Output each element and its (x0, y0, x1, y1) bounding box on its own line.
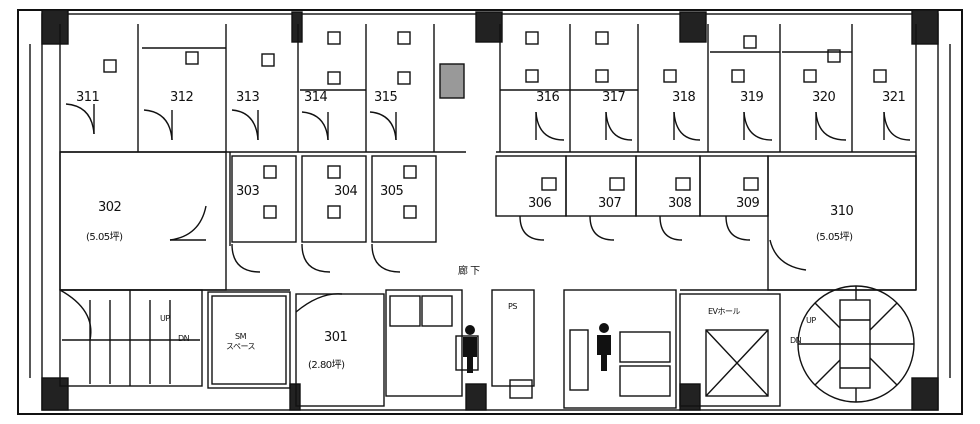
room-310-outline (767, 155, 917, 291)
room-314: 314 (304, 90, 328, 105)
stair-left (59, 289, 203, 387)
column-bottom-mid (289, 383, 301, 411)
room-313: 313 (236, 90, 260, 105)
room-319: 319 (740, 90, 764, 105)
column-bottom-mid2 (465, 383, 487, 411)
person-icon (465, 325, 475, 335)
room-308: 308 (668, 196, 692, 211)
column-top-left (41, 9, 69, 45)
room-312: 312 (170, 90, 194, 105)
room-310-area: (5.05坪) (816, 232, 853, 243)
room-307: 307 (598, 196, 622, 211)
room-318: 318 (672, 90, 696, 105)
room-301-outline (295, 293, 385, 407)
stair-right-up: UP (806, 316, 816, 325)
shared-space-label: SM スペース (226, 332, 256, 351)
stair-right-dn: DN (790, 336, 802, 345)
ps-label: PS (508, 302, 517, 311)
outer-wall (17, 9, 963, 415)
column-bottom-right (911, 377, 939, 411)
room-301-area: (2.80坪) (308, 360, 345, 371)
room-309: 309 (736, 196, 760, 211)
room-304: 304 (334, 184, 358, 199)
room-302: 302 (98, 200, 122, 215)
room-310: 310 (830, 204, 854, 219)
room-301: 301 (324, 330, 348, 345)
room-303: 303 (236, 184, 260, 199)
ev-hall-label: EVホール (708, 307, 741, 316)
stair-left-up: UP (160, 314, 170, 323)
person-icon (599, 323, 609, 333)
room-321: 321 (882, 90, 906, 105)
column-top-mid (475, 11, 503, 43)
stair-left-dn: DN (178, 334, 190, 343)
room-315: 315 (374, 90, 398, 105)
column-top-mid-right (679, 11, 707, 43)
room-320: 320 (812, 90, 836, 105)
elevator (705, 329, 769, 397)
column-top-mid-left (291, 11, 303, 43)
room-305: 305 (380, 184, 404, 199)
room-311: 311 (76, 90, 100, 105)
room-306: 306 (528, 196, 552, 211)
corridor-label: 廊 下 (458, 266, 480, 277)
shaft (439, 63, 465, 99)
column-bottom-left (41, 377, 69, 411)
room-302-area: (5.05坪) (86, 232, 123, 243)
elevator-hall (679, 293, 781, 407)
room-316: 316 (536, 90, 560, 105)
room-317: 317 (602, 90, 626, 105)
